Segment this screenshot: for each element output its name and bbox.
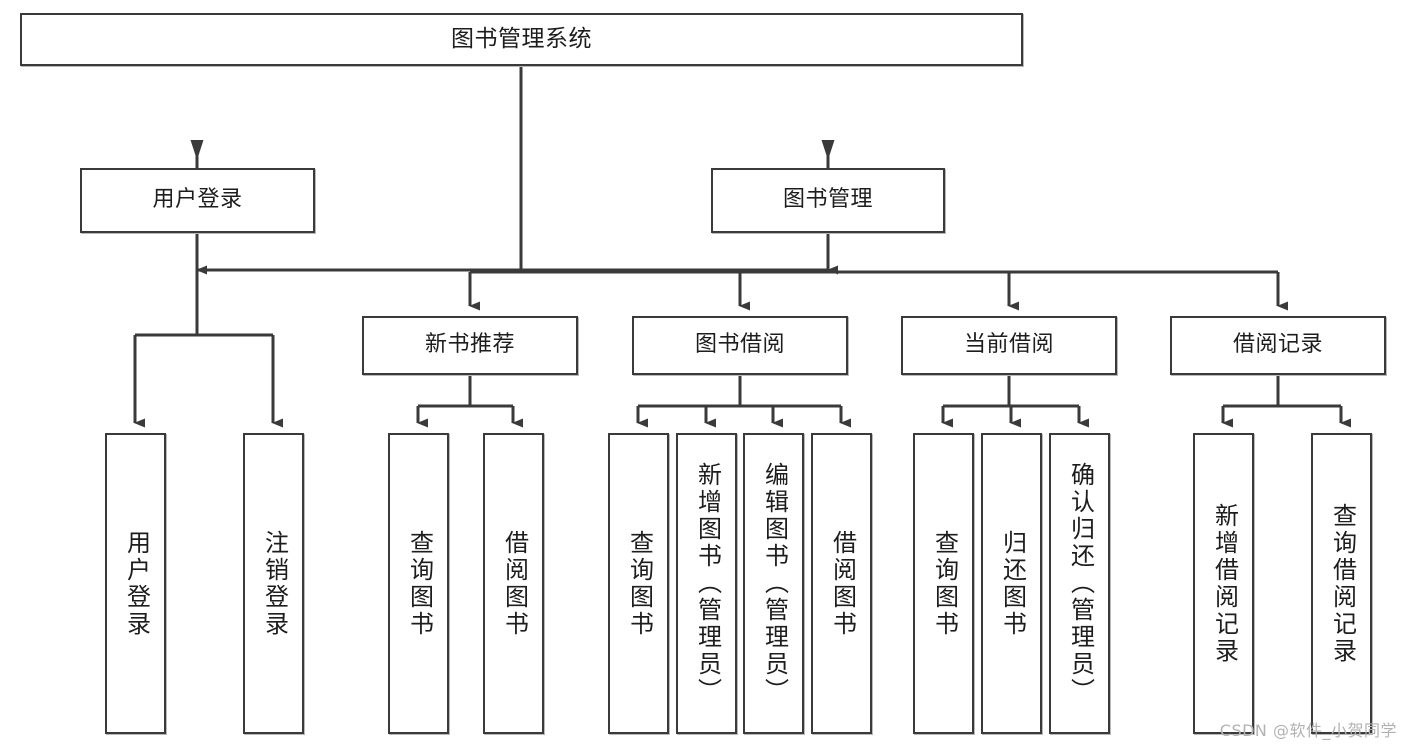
watermark-text: CSDN @软件_小贺同学 <box>1219 721 1397 740</box>
node-br-query-record[interactable]: 查询借阅记录 <box>1311 433 1372 734</box>
node-cb-return-book-label: 归还图书 <box>998 529 1027 638</box>
node-user-logout-leaf[interactable]: 注销登录 <box>243 433 304 734</box>
node-bb-add-book[interactable]: 新增图书（管理员） <box>676 433 737 734</box>
node-book-manage[interactable]: 图书管理 <box>711 168 945 233</box>
node-cb-confirm-return[interactable]: 确认归还（管理员） <box>1049 433 1110 734</box>
node-bb-query-book-label: 查询图书 <box>625 529 654 638</box>
node-cb-query-book-label: 查询图书 <box>930 529 959 638</box>
node-book-manage-label: 图书管理 <box>782 187 873 213</box>
node-new-book-recommend-label: 新书推荐 <box>424 332 515 358</box>
node-book-borrow[interactable]: 图书借阅 <box>632 316 848 375</box>
node-user-login-leaf[interactable]: 用户登录 <box>105 433 166 734</box>
node-nb-borrow-book[interactable]: 借阅图书 <box>483 433 544 734</box>
node-root[interactable]: 图书管理系统 <box>20 13 1023 66</box>
node-cb-confirm-return-label: 确认归还（管理员） <box>1066 462 1095 705</box>
node-nb-query-book-label: 查询图书 <box>405 529 434 638</box>
node-bb-edit-book-label: 编辑图书（管理员） <box>760 462 789 705</box>
node-bb-add-book-label: 新增图书（管理员） <box>693 462 722 705</box>
node-user-login[interactable]: 用户登录 <box>80 168 315 233</box>
node-borrow-record[interactable]: 借阅记录 <box>1170 316 1386 375</box>
node-bb-query-book[interactable]: 查询图书 <box>608 433 669 734</box>
node-cb-query-book[interactable]: 查询图书 <box>913 433 974 734</box>
node-borrow-record-label: 借阅记录 <box>1232 332 1323 358</box>
node-user-login-label: 用户登录 <box>152 187 243 213</box>
node-br-query-record-label: 查询借阅记录 <box>1328 502 1357 665</box>
node-current-borrow[interactable]: 当前借阅 <box>901 316 1117 375</box>
node-bb-borrow-book-label: 借阅图书 <box>828 529 857 638</box>
node-new-book-recommend[interactable]: 新书推荐 <box>362 316 578 375</box>
node-user-logout-leaf-label: 注销登录 <box>260 529 289 638</box>
node-book-borrow-label: 图书借阅 <box>694 332 785 358</box>
node-br-add-record-label: 新增借阅记录 <box>1210 502 1239 665</box>
node-root-label: 图书管理系统 <box>451 25 592 52</box>
node-nb-query-book[interactable]: 查询图书 <box>388 433 449 734</box>
node-bb-edit-book[interactable]: 编辑图书（管理员） <box>743 433 804 734</box>
node-current-borrow-label: 当前借阅 <box>963 332 1054 358</box>
node-nb-borrow-book-label: 借阅图书 <box>500 529 529 638</box>
node-user-login-leaf-label: 用户登录 <box>122 529 151 638</box>
node-br-add-record[interactable]: 新增借阅记录 <box>1193 433 1254 734</box>
arrowhead-group <box>190 140 835 160</box>
node-bb-borrow-book[interactable]: 借阅图书 <box>811 433 872 734</box>
node-cb-return-book[interactable]: 归还图书 <box>981 433 1042 734</box>
